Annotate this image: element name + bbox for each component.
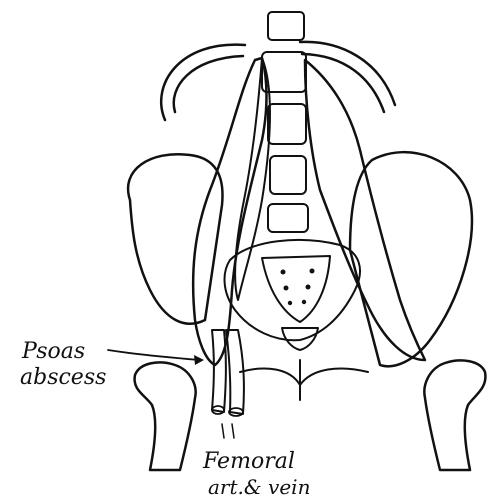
left-rib [161, 45, 245, 120]
pelvic-inlet [225, 240, 360, 340]
right-rib [300, 42, 395, 112]
right-psoas-muscle [305, 60, 425, 360]
right-femur [424, 360, 485, 470]
left-femur [135, 362, 196, 470]
pubic-arch [240, 368, 368, 385]
left-iliac-wing [128, 154, 222, 324]
sacrum [262, 256, 330, 322]
sacral-foramina [281, 269, 315, 306]
vessel-pointer-ticks [222, 424, 234, 438]
vertebral-column [262, 12, 308, 232]
psoas-abscess-label-line1: Psoas [21, 339, 85, 364]
psoas-abscess-pointer [108, 350, 200, 360]
femoral-artery-and-vein [212, 330, 244, 416]
psoas-abscess-label-line2: abscess [20, 365, 106, 390]
femoral-label-line1: Femoral [202, 449, 295, 474]
femoral-label-line2: art.& vein [208, 475, 310, 499]
pointer-arrowhead [194, 355, 204, 365]
